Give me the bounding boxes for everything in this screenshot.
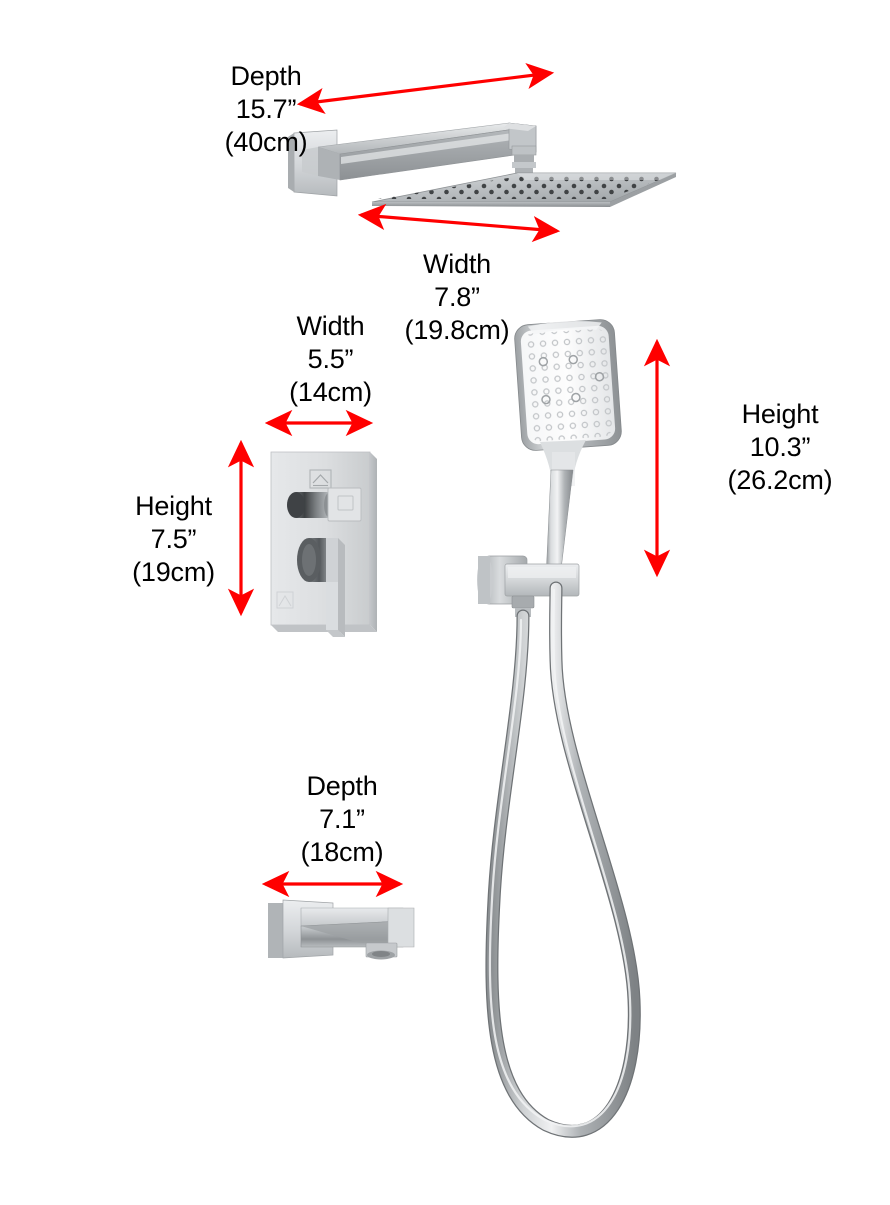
- label-name: Width: [296, 311, 365, 341]
- label-name: Depth: [230, 61, 302, 91]
- handheld-shower: [514, 319, 622, 589]
- label-cm: (19.8cm): [404, 315, 510, 345]
- label-rain-head-width: Width 7.8” (19.8cm): [362, 248, 552, 347]
- label-name: Height: [741, 399, 819, 429]
- arrow-depth-shower-arm: [296, 62, 555, 115]
- label-cm: (40cm): [224, 127, 308, 157]
- shower-arm: [288, 122, 537, 197]
- hose: [485, 581, 641, 1138]
- label-cm: (18cm): [300, 837, 384, 867]
- label-valve-width: Width 5.5” (14cm): [248, 310, 413, 409]
- label-name: Depth: [306, 771, 378, 801]
- tub-spout: [268, 899, 415, 960]
- valve-trim: [270, 451, 377, 637]
- label-name: Height: [135, 491, 212, 521]
- label-inches: 5.5”: [307, 344, 354, 374]
- label-inches: 7.8”: [434, 282, 480, 312]
- label-tub-spout-depth: Depth 7.1” (18cm): [262, 770, 422, 869]
- label-cm: (14cm): [289, 377, 372, 407]
- label-inches: 10.3”: [749, 432, 811, 462]
- dimension-arrows: [227, 62, 671, 898]
- arrow-width-rain-head: [357, 203, 561, 243]
- label-cm: (26.2cm): [727, 465, 833, 495]
- label-name: Width: [422, 249, 492, 279]
- label-inches: 7.5”: [150, 524, 197, 554]
- label-shower-arm-depth: Depth 15.7” (40cm): [186, 60, 346, 159]
- label-inches: 7.1”: [319, 804, 365, 834]
- wall-bracket: [477, 555, 580, 617]
- label-handheld-height: Height 10.3” (26.2cm): [690, 398, 870, 497]
- label-valve-height: Height 7.5” (19cm): [96, 490, 251, 589]
- label-inches: 15.7”: [235, 94, 297, 124]
- label-cm: (19cm): [132, 557, 215, 587]
